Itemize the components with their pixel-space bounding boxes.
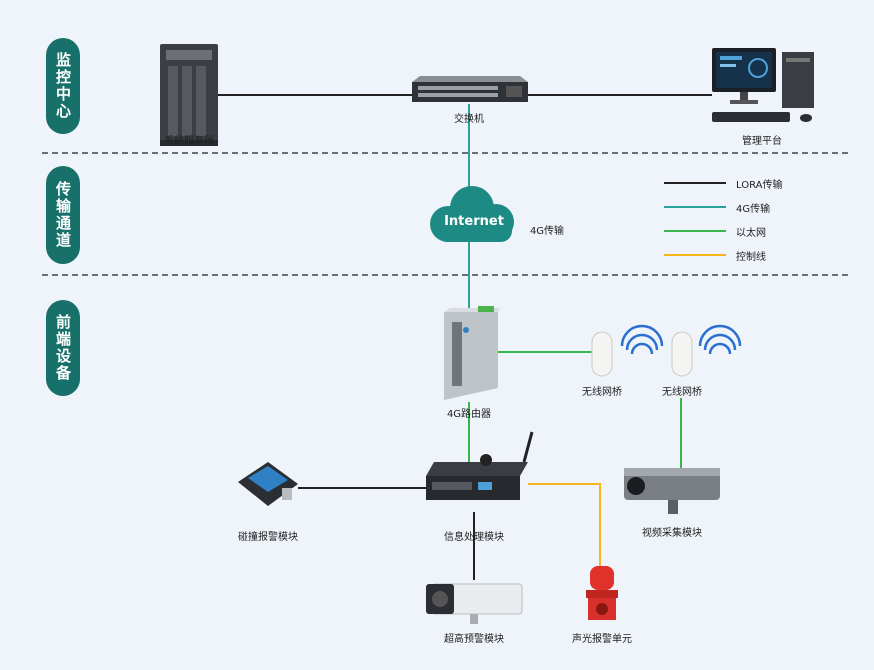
processor-icon <box>426 431 534 500</box>
legend-swatch <box>664 230 726 232</box>
server-icon <box>160 44 218 146</box>
legend-item: 4G传输 <box>664 200 824 215</box>
section-divider <box>42 274 848 276</box>
internet-label: Internet <box>444 214 504 229</box>
legend-item: 控制线 <box>664 248 824 263</box>
legend-swatch <box>664 254 726 256</box>
video-label: 视频采集模块 <box>642 528 702 539</box>
alarm-label: 声光报警单元 <box>572 634 632 645</box>
switch-label: 交换机 <box>454 114 484 125</box>
section-title-transport: 传输通道 <box>54 181 72 249</box>
section-title-frontend: 前端设备 <box>54 314 72 382</box>
legend-item: 以太网 <box>664 224 824 239</box>
legend-label: 以太网 <box>736 228 766 239</box>
video-camera-icon <box>624 468 720 514</box>
processor-label: 信息处理模块 <box>444 532 504 543</box>
internet-cloud-icon <box>430 186 514 242</box>
bridge-label-1: 无线网桥 <box>582 387 622 398</box>
section-divider <box>42 152 848 154</box>
section-label-monitor: 监控中心 <box>46 38 80 134</box>
legend-swatch <box>664 206 726 208</box>
platform-label: 管理平台 <box>742 136 782 147</box>
legend-swatch <box>664 182 726 184</box>
section-title-monitor: 监控中心 <box>54 52 72 120</box>
siren-icon <box>586 566 618 620</box>
collision-label: 碰撞报警模块 <box>238 532 298 543</box>
legend-label: 控制线 <box>736 252 766 263</box>
wireless-bridge-icon <box>671 324 742 377</box>
internet-transport-note: 4G传输 <box>529 226 565 237</box>
link-processor-alarm <box>528 483 601 566</box>
collision-module-icon <box>238 462 298 506</box>
legend-label: LORA传输 <box>736 180 783 191</box>
height-warning-camera-icon <box>426 583 523 624</box>
section-label-transport: 传输通道 <box>46 166 80 264</box>
router-icon <box>444 306 500 400</box>
switch-icon <box>412 76 528 102</box>
router-label: 4G路由器 <box>446 409 492 420</box>
wireless-bridge-icon <box>591 324 664 377</box>
height-label: 超高预警模块 <box>444 634 504 645</box>
section-label-frontend: 前端设备 <box>46 300 80 396</box>
legend-item: LORA传输 <box>664 176 824 191</box>
platform-icon <box>712 48 814 122</box>
legend-label: 4G传输 <box>736 204 771 215</box>
server-label: 系统服务器 <box>164 136 214 147</box>
bridge-label-2: 无线网桥 <box>662 387 702 398</box>
